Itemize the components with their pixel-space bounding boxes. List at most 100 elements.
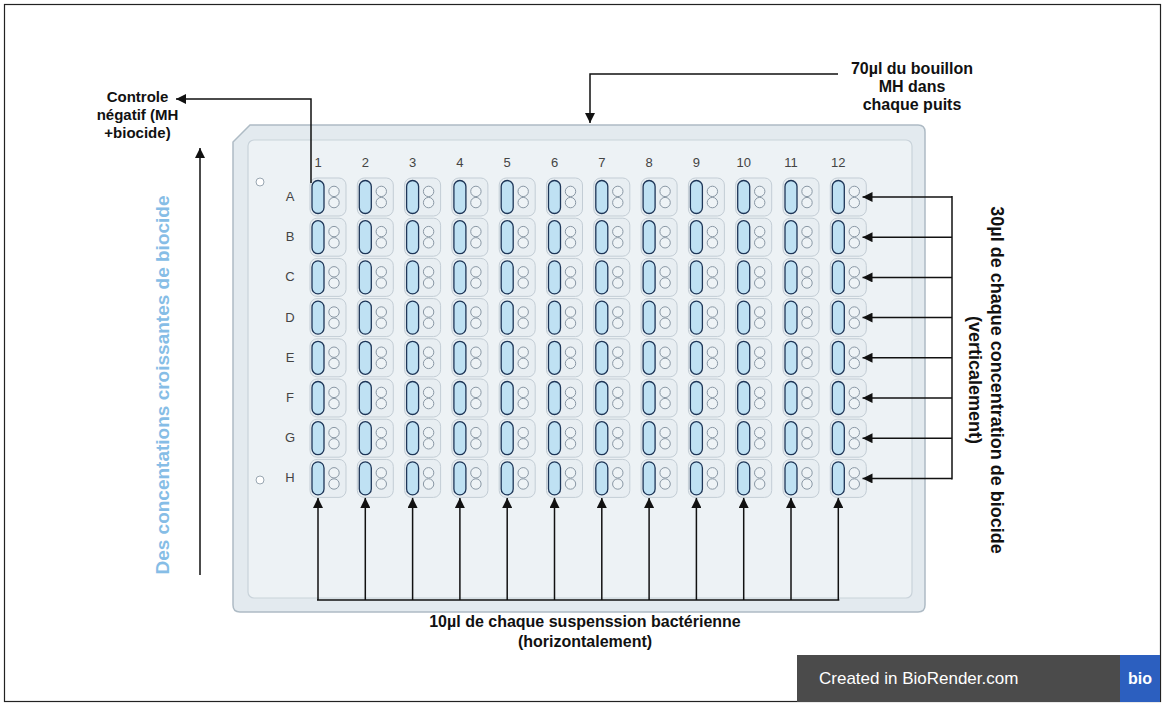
small-well xyxy=(565,278,575,288)
well-cell xyxy=(783,218,819,256)
small-well xyxy=(471,439,481,449)
well-frame xyxy=(594,379,630,417)
small-well xyxy=(802,468,812,478)
well-cell xyxy=(452,299,488,337)
small-well xyxy=(471,387,481,397)
well-frame xyxy=(405,258,441,296)
well xyxy=(785,422,797,455)
well-cell xyxy=(736,459,772,497)
well-frame xyxy=(452,339,488,377)
well-frame xyxy=(547,339,583,377)
well-cell xyxy=(641,218,677,256)
well xyxy=(785,261,797,294)
small-well xyxy=(471,267,481,277)
well-cell xyxy=(783,299,819,337)
small-well xyxy=(755,439,765,449)
small-well xyxy=(471,307,481,317)
well xyxy=(832,221,844,254)
well xyxy=(643,261,655,294)
small-well xyxy=(613,197,623,207)
well xyxy=(407,462,419,495)
well-frame xyxy=(357,379,393,417)
well-frame xyxy=(547,419,583,457)
small-well xyxy=(849,387,859,397)
small-well xyxy=(802,427,812,437)
well-cell xyxy=(405,218,441,256)
leader-arrow xyxy=(863,317,953,319)
small-well xyxy=(660,439,670,449)
small-well xyxy=(518,398,528,408)
small-well xyxy=(565,186,575,196)
small-well xyxy=(423,468,433,478)
row-letter: D xyxy=(285,310,294,326)
small-well xyxy=(849,238,859,248)
small-well xyxy=(613,398,623,408)
small-well xyxy=(802,398,812,408)
column-number: 12 xyxy=(831,155,845,171)
small-well xyxy=(423,387,433,397)
well-cell xyxy=(310,178,346,216)
well-frame xyxy=(594,339,630,377)
small-well xyxy=(329,479,339,489)
small-well xyxy=(849,186,859,196)
small-well xyxy=(329,358,339,368)
well-cell xyxy=(688,339,724,377)
small-well xyxy=(660,238,670,248)
well-cell xyxy=(547,419,583,457)
well-cell xyxy=(830,178,866,216)
small-well xyxy=(423,439,433,449)
small-well xyxy=(423,358,433,368)
small-well xyxy=(565,387,575,397)
well xyxy=(359,301,371,334)
leader-arrow xyxy=(790,498,792,600)
well-cell xyxy=(594,459,630,497)
well xyxy=(407,221,419,254)
small-well xyxy=(660,468,670,478)
well xyxy=(501,221,513,254)
well xyxy=(832,462,844,495)
well-cell xyxy=(641,419,677,457)
small-well xyxy=(613,358,623,368)
well xyxy=(454,341,466,374)
well-frame xyxy=(310,339,346,377)
small-well xyxy=(518,197,528,207)
leader-arrow xyxy=(863,357,953,359)
column-number: 3 xyxy=(409,155,416,171)
small-well xyxy=(613,427,623,437)
well-frame xyxy=(452,299,488,337)
well xyxy=(549,462,561,495)
small-well xyxy=(707,186,717,196)
well-frame xyxy=(357,419,393,457)
logo-box: bio xyxy=(1120,655,1160,702)
small-well xyxy=(849,197,859,207)
small-well xyxy=(755,347,765,357)
column-number: 4 xyxy=(456,155,463,171)
well-frame xyxy=(310,299,346,337)
well xyxy=(690,341,702,374)
well-cell xyxy=(357,379,393,417)
credit-text: Created in BioRender.com xyxy=(819,655,1018,702)
small-well xyxy=(376,318,386,328)
small-well xyxy=(660,186,670,196)
well xyxy=(596,221,608,254)
well xyxy=(596,301,608,334)
small-well xyxy=(329,398,339,408)
well-frame xyxy=(452,218,488,256)
well-frame xyxy=(688,339,724,377)
leader-arrow xyxy=(459,498,461,600)
well-cell xyxy=(405,299,441,337)
well xyxy=(549,382,561,415)
small-well xyxy=(660,427,670,437)
small-well xyxy=(423,318,433,328)
small-well xyxy=(613,347,623,357)
small-well xyxy=(565,479,575,489)
well xyxy=(832,181,844,214)
small-well xyxy=(518,186,528,196)
well-cell xyxy=(830,339,866,377)
small-well xyxy=(707,307,717,317)
well-cell xyxy=(594,178,630,216)
small-well xyxy=(376,468,386,478)
small-well xyxy=(707,238,717,248)
well xyxy=(690,221,702,254)
leader-arrows xyxy=(176,74,952,600)
